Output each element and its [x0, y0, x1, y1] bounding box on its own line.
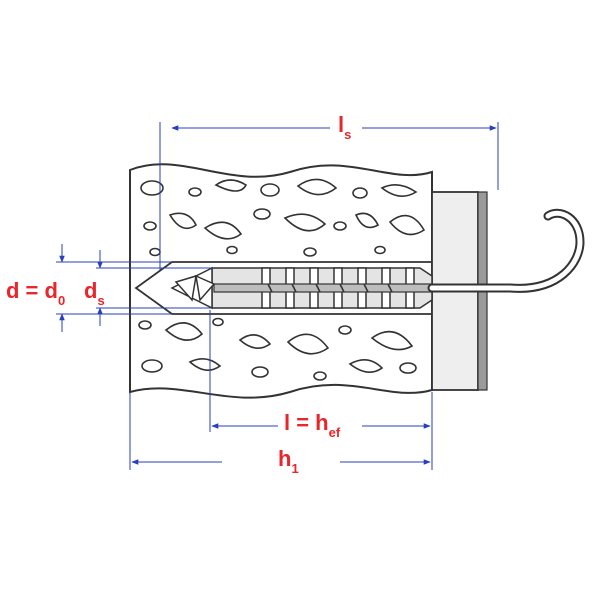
- label-ls: ls: [338, 112, 351, 142]
- label-ds: ds: [84, 278, 105, 308]
- label-l-hef: l = hef: [284, 410, 341, 440]
- label-h1: h1: [278, 446, 299, 476]
- aggregate-pattern: [138, 178, 426, 381]
- dimension-lines: [56, 122, 499, 470]
- screw-shank: [213, 283, 433, 293]
- label-d-d0: d = d0: [6, 278, 65, 308]
